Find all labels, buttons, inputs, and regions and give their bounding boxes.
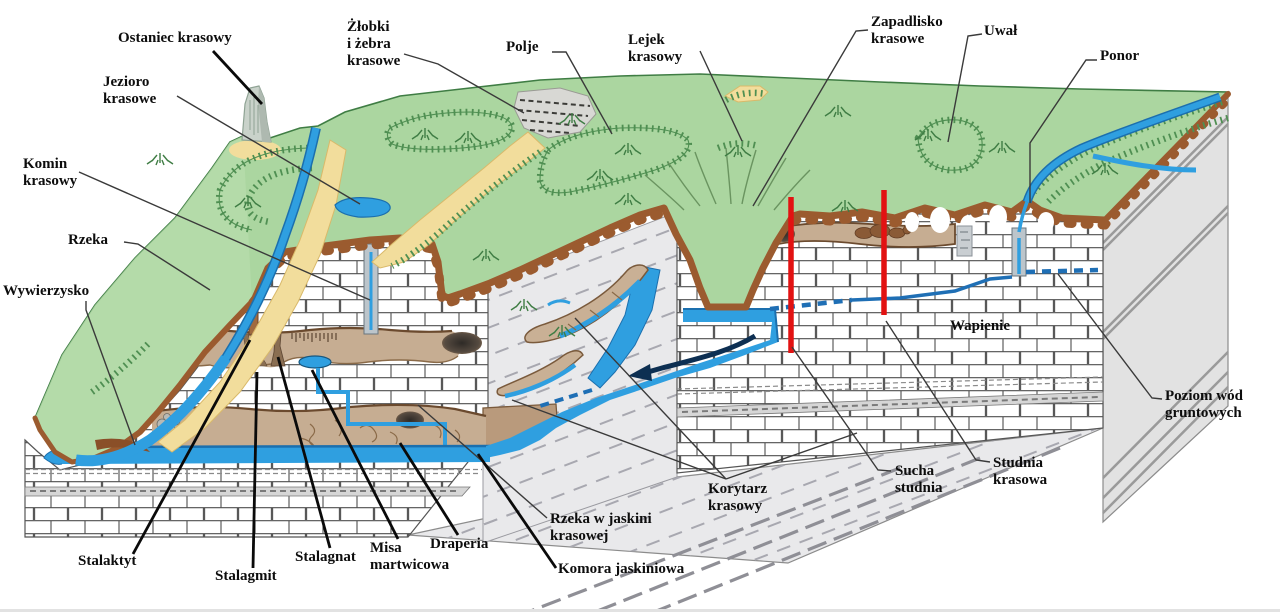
rock-pillar <box>241 85 272 143</box>
misa-pool <box>298 355 332 369</box>
dissolution-pockets <box>905 205 1054 257</box>
hydrology-markers <box>769 190 1099 353</box>
block-side-face <box>1102 90 1229 524</box>
stalactite-fringe <box>291 333 337 342</box>
sand-band-polje <box>371 131 546 269</box>
groundwater-dashed <box>769 267 1099 312</box>
